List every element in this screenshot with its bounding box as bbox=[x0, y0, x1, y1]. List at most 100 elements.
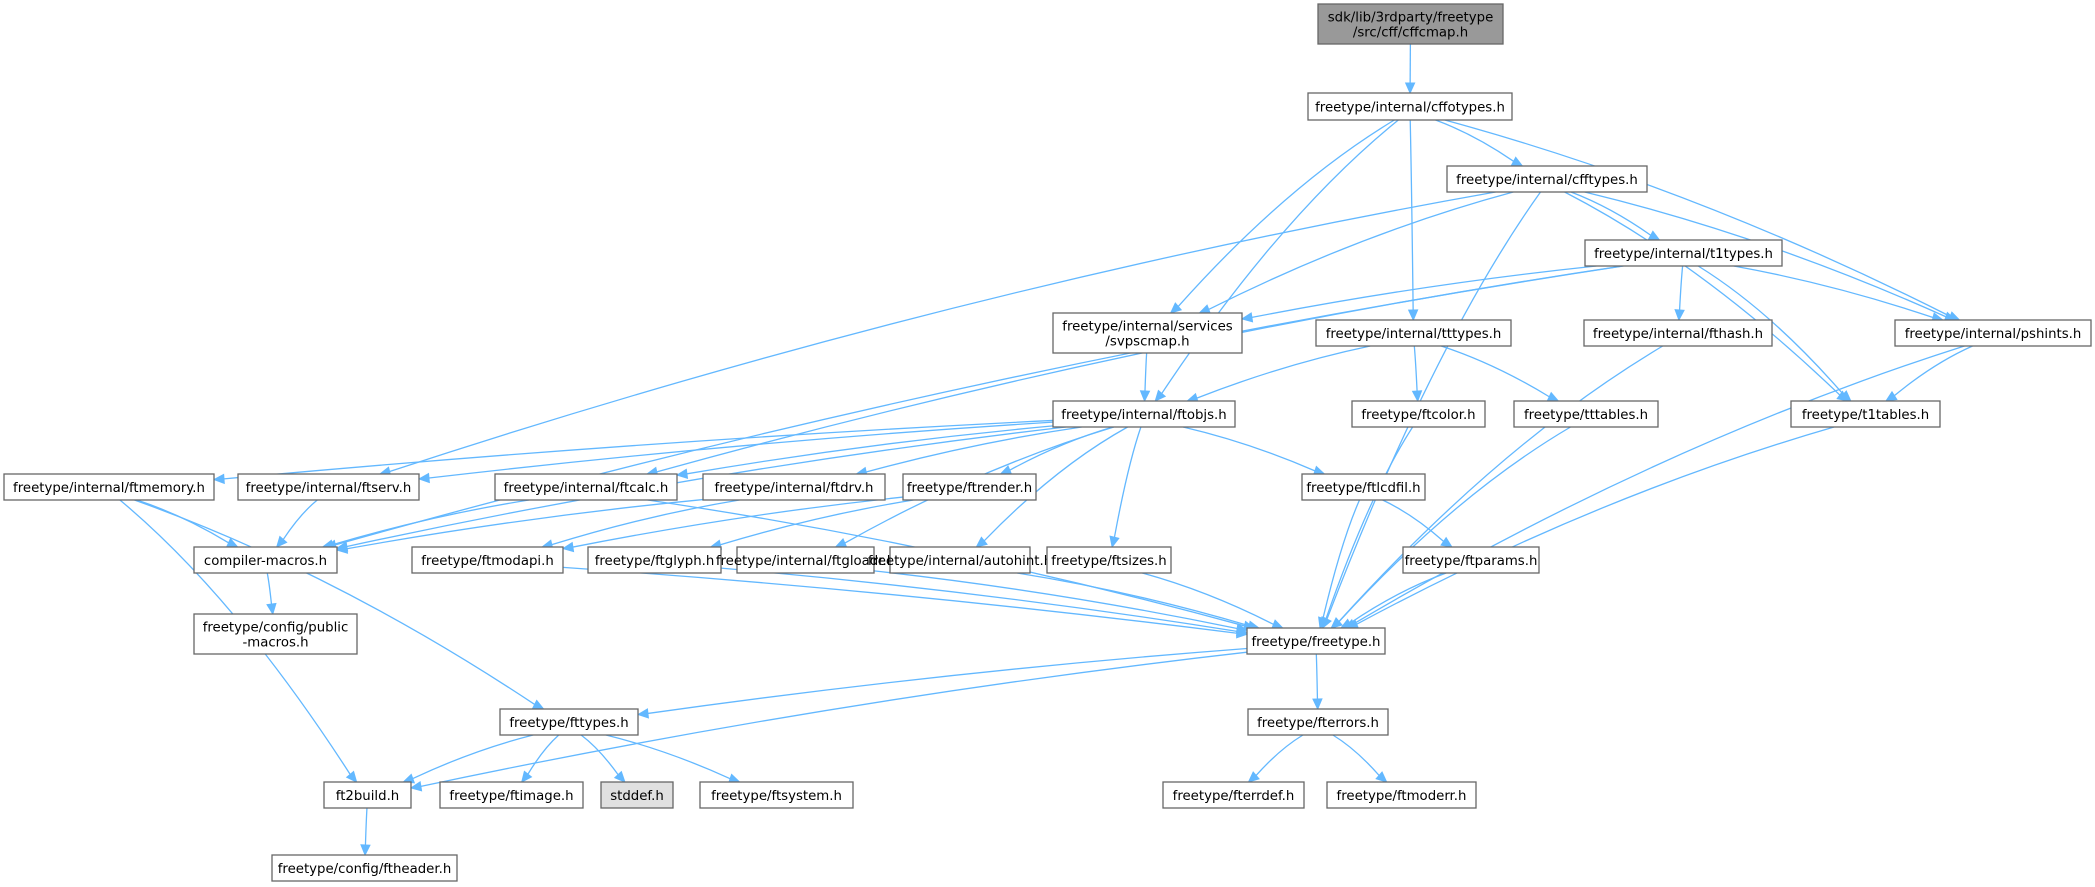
edge-line bbox=[1182, 426, 1316, 472]
node-fthash[interactable]: freetype/internal/fthash.h bbox=[1583, 319, 1773, 347]
node-box bbox=[237, 473, 420, 501]
edge-line bbox=[266, 572, 273, 605]
node-ftmoderr[interactable]: freetype/ftmoderr.h bbox=[1326, 781, 1477, 809]
arrowhead-icon bbox=[335, 543, 349, 554]
edge-line bbox=[332, 499, 530, 546]
node-t1types[interactable]: freetype/internal/t1types.h bbox=[1584, 239, 1783, 267]
node-tttypes[interactable]: freetype/internal/tttypes.h bbox=[1315, 319, 1512, 347]
edge-t1types-to-pshints bbox=[1733, 265, 1944, 323]
arrowhead-icon bbox=[613, 770, 626, 783]
node-stddef[interactable]: stddef.h bbox=[600, 781, 674, 809]
node-pshints[interactable]: freetype/internal/pshints.h bbox=[1894, 319, 2092, 347]
node-label: -macros.h bbox=[242, 636, 308, 651]
node-box bbox=[1046, 546, 1172, 574]
node-ft2build[interactable]: ft2build.h bbox=[323, 781, 412, 809]
arrowhead-icon bbox=[1404, 82, 1416, 95]
arrowhead-icon bbox=[834, 537, 848, 548]
node-label: freetype/freetype.h bbox=[1252, 635, 1381, 650]
arrowhead-icon bbox=[1674, 309, 1685, 322]
node-autohint[interactable]: freetype/internal/autohint.h bbox=[868, 546, 1052, 574]
node-ftobjs[interactable]: freetype/internal/ftobjs.h bbox=[1052, 400, 1236, 428]
node-box bbox=[1446, 165, 1648, 193]
edge-line bbox=[1733, 265, 1934, 319]
edge-line bbox=[1326, 191, 1542, 620]
edge-ftrender-to-ftmodapi bbox=[561, 496, 904, 553]
node-ftcolor[interactable]: freetype/ftcolor.h bbox=[1351, 400, 1486, 428]
node-box bbox=[1351, 400, 1486, 428]
arrowhead-icon bbox=[1440, 536, 1453, 548]
node-box bbox=[1790, 400, 1941, 428]
node-box bbox=[1894, 319, 2092, 347]
edge-line bbox=[1440, 345, 1550, 398]
arrowhead-icon bbox=[1109, 535, 1120, 549]
node-ftserv[interactable]: freetype/internal/ftserv.h bbox=[237, 473, 420, 501]
edge-line bbox=[1413, 345, 1418, 392]
edge-ftserv-to-compilermacros bbox=[275, 499, 318, 548]
node-label: stddef.h bbox=[610, 789, 664, 804]
edge-ftobjs-to-ftcalc bbox=[675, 425, 1054, 479]
node-label: freetype/ftimage.h bbox=[449, 789, 573, 804]
node-label: freetype/internal/autohint.h bbox=[868, 554, 1052, 569]
node-label: sdk/lib/3rdparty/freetype bbox=[1328, 11, 1494, 26]
node-publicmacros[interactable]: freetype/config/public-macros.h bbox=[193, 613, 358, 655]
edge-line bbox=[551, 499, 740, 546]
edge-line bbox=[1113, 426, 1142, 538]
node-label: freetype/config/public bbox=[203, 621, 349, 636]
node-label: freetype/ftmoderr.h bbox=[1337, 789, 1467, 804]
node-box bbox=[193, 546, 338, 574]
edge-line bbox=[134, 499, 536, 705]
edge-freetype-to-ft2build bbox=[409, 651, 1248, 792]
node-cfftypes[interactable]: freetype/internal/cfftypes.h bbox=[1446, 165, 1648, 193]
edge-root-to-cffotypes bbox=[1404, 43, 1416, 95]
node-ftmodapi[interactable]: freetype/ftmodapi.h bbox=[411, 546, 564, 574]
node-ftimage[interactable]: freetype/ftimage.h bbox=[439, 781, 584, 809]
node-ftparams[interactable]: freetype/ftparams.h bbox=[1402, 546, 1540, 574]
node-label: freetype/fterrdef.h bbox=[1173, 789, 1295, 804]
node-fterrdef[interactable]: freetype/fterrdef.h bbox=[1162, 781, 1305, 809]
edge-ftgloadr-to-freetype bbox=[873, 570, 1249, 634]
node-ftsystem[interactable]: freetype/ftsystem.h bbox=[699, 781, 854, 809]
node-ftmemory[interactable]: freetype/internal/ftmemory.h bbox=[3, 473, 215, 501]
node-label: freetype/ftsystem.h bbox=[711, 789, 842, 804]
node-ftsizes[interactable]: freetype/ftsizes.h bbox=[1046, 546, 1172, 574]
edge-fterrors-to-ftmoderr bbox=[1332, 734, 1388, 783]
edge-line bbox=[983, 426, 1128, 542]
edge-ftlcdfil-to-freetype bbox=[1318, 499, 1361, 630]
edge-line bbox=[1196, 345, 1371, 399]
edge-ftlcdfil-to-ftparams bbox=[1382, 499, 1453, 548]
arrowhead-icon bbox=[345, 770, 358, 783]
edge-line bbox=[1338, 426, 1571, 623]
node-t1tables[interactable]: freetype/t1tables.h bbox=[1790, 400, 1941, 428]
node-box bbox=[702, 473, 886, 501]
node-fttypes[interactable]: freetype/fttypes.h bbox=[499, 708, 639, 736]
node-tttables[interactable]: freetype/tttables.h bbox=[1513, 400, 1659, 428]
node-ftgloadr[interactable]: freetype/internal/ftgloadr.h bbox=[716, 546, 895, 574]
node-ftcalc[interactable]: freetype/internal/ftcalc.h bbox=[494, 473, 678, 501]
edge-pshints-to-t1tables bbox=[1884, 345, 1973, 402]
edge-cffotypes-to-ftobjs bbox=[1154, 119, 1399, 402]
node-ftheader[interactable]: freetype/config/ftheader.h bbox=[271, 854, 458, 882]
node-label: freetype/ftlcdfil.h bbox=[1306, 481, 1420, 496]
arrowhead-icon bbox=[520, 770, 533, 783]
node-compilermacros[interactable]: compiler-macros.h bbox=[193, 546, 338, 574]
edge-ftglyph-to-freetype bbox=[720, 567, 1249, 637]
node-freetype[interactable]: freetype/freetype.h bbox=[1246, 627, 1386, 655]
node-root[interactable]: sdk/lib/3rdparty/freetype/src/cff/cffcma… bbox=[1317, 3, 1504, 45]
node-ftglyph[interactable]: freetype/ftglyph.h bbox=[587, 546, 722, 574]
node-label: freetype/internal/services bbox=[1062, 320, 1233, 335]
arrowhead-icon bbox=[1235, 623, 1249, 634]
node-cffotypes[interactable]: freetype/internal/cffotypes.h bbox=[1307, 92, 1513, 121]
node-box bbox=[1583, 319, 1773, 347]
edge-line bbox=[1893, 345, 1973, 397]
node-ftrender[interactable]: freetype/ftrender.h bbox=[902, 473, 1037, 501]
node-ftlcdfil[interactable]: freetype/ftlcdfil.h bbox=[1301, 473, 1426, 501]
edge-ftobjs-to-autohint bbox=[975, 426, 1128, 548]
edge-line bbox=[572, 496, 904, 548]
node-svpscmap[interactable]: freetype/internal/services/svpscmap.h bbox=[1052, 312, 1243, 354]
arrowhead-icon bbox=[1139, 390, 1151, 403]
arrowhead-icon bbox=[1407, 309, 1419, 322]
edge-t1types-to-svpscmap bbox=[1240, 265, 1597, 323]
node-fterrors[interactable]: freetype/fterrors.h bbox=[1247, 708, 1389, 736]
node-ftdrv[interactable]: freetype/internal/ftdrv.h bbox=[702, 473, 886, 501]
